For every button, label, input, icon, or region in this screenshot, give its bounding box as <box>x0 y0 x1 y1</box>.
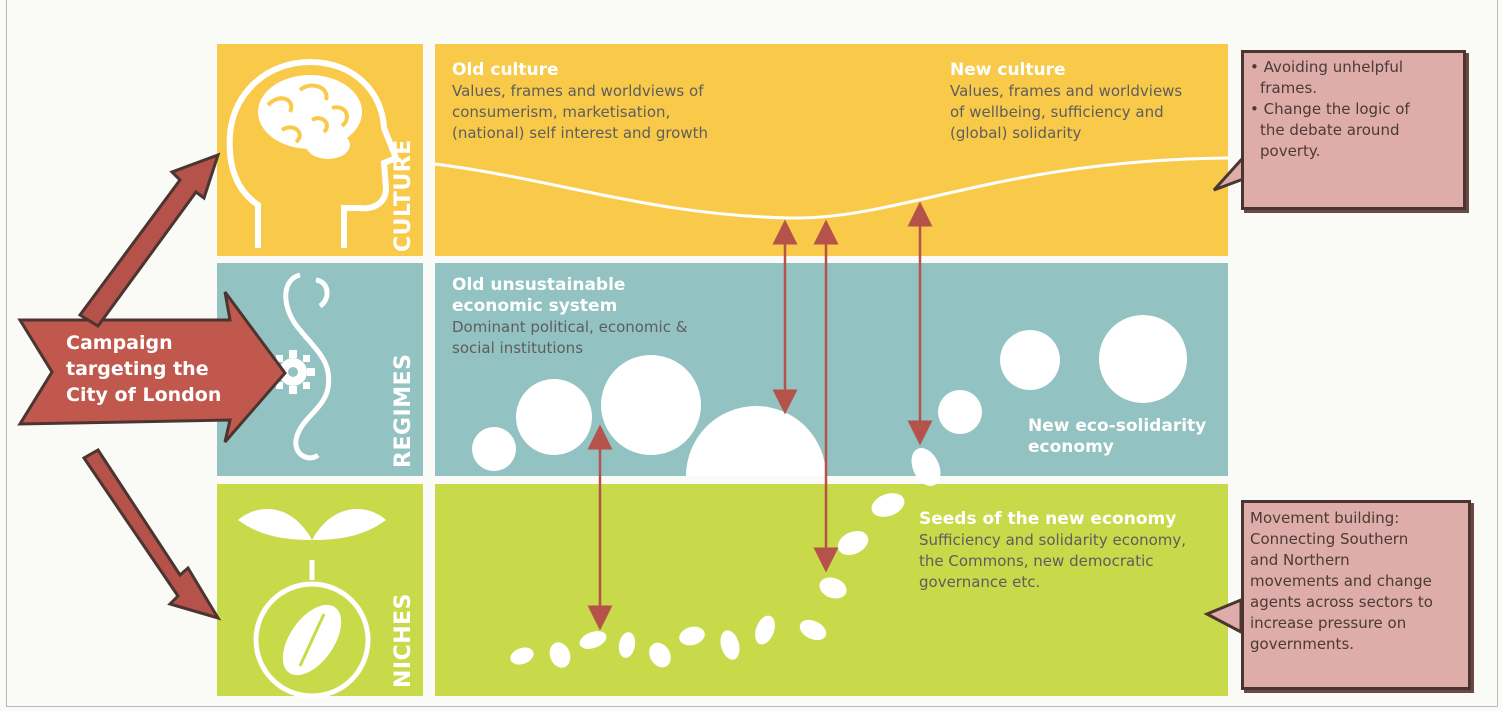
old-system-body-1: Dominant political, economic & <box>452 318 688 336</box>
campaign-arrow-main <box>17 291 287 443</box>
campaign-arrow-up <box>77 152 221 328</box>
old-system-title-2: economic system <box>452 296 618 316</box>
note-bottom-line-3: and Northern <box>1250 551 1350 569</box>
seeds-body-2: the Commons, new democratic <box>919 552 1154 570</box>
old-system-title-1: Old unsustainable <box>452 275 626 295</box>
note-culture: • Avoiding unhelpful frames. • Change th… <box>1241 50 1466 210</box>
campaign-line-3: City of London <box>66 384 222 406</box>
note-top-line-1: • Avoiding unhelpful <box>1250 58 1404 76</box>
note-bottom-line-1: Movement building: <box>1250 509 1400 527</box>
old-system-block: Old unsustainable economic system Domina… <box>452 275 687 359</box>
note-bottom-line-5: agents across sectors to <box>1250 593 1433 611</box>
old-culture-body-1: Values, frames and worldviews of <box>452 82 704 100</box>
campaign-line-1: Campaign <box>66 332 173 354</box>
note-bottom-line-6: increase pressure on <box>1250 614 1407 632</box>
sprout-seed-icon <box>238 508 386 699</box>
new-culture-body-2: of wellbeing, sufficiency and <box>950 103 1164 121</box>
note-top-line-5: poverty. <box>1260 142 1321 160</box>
new-economy-block: New eco-solidarity economy <box>1028 416 1206 458</box>
old-system-body-2: social institutions <box>452 339 584 357</box>
new-economy-title-1: New eco-solidarity <box>1028 416 1207 436</box>
note-top-line-3: • Change the logic of <box>1250 100 1410 118</box>
note-bottom-line-2: Connecting Southern <box>1250 530 1409 548</box>
seeds-body-1: Sufficiency and solidarity economy, <box>919 531 1187 549</box>
seeds-title: Seeds of the new economy <box>919 509 1177 529</box>
campaign-arrow-down <box>81 447 222 621</box>
campaign-line-2: targeting the <box>66 358 209 380</box>
note-bottom-tail <box>1203 597 1243 635</box>
old-culture-block: Old culture Values, frames and worldview… <box>452 60 708 144</box>
campaign-label: Campaign targeting the City of London <box>66 330 256 408</box>
note-bottom-line-7: governments. <box>1250 635 1355 653</box>
note-top-line-4: the debate around <box>1260 121 1400 139</box>
note-movement: Movement building: Connecting Southern a… <box>1241 500 1471 690</box>
new-economy-title-2: economy <box>1028 437 1114 457</box>
new-culture-title: New culture <box>950 60 1066 80</box>
seed-dots <box>510 448 941 668</box>
old-culture-title: Old culture <box>452 60 559 80</box>
head-brain-icon <box>226 58 400 248</box>
diagram-frame <box>6 0 1498 707</box>
seeds-block: Seeds of the new economy Sufficiency and… <box>919 509 1186 593</box>
new-culture-body-1: Values, frames and worldviews <box>950 82 1183 100</box>
note-bottom-line-4: movements and change <box>1250 572 1432 590</box>
new-culture-block: New culture Values, frames and worldview… <box>950 60 1182 144</box>
old-culture-body-2: consumerism, marketisation, <box>452 103 671 121</box>
note-top-line-2: frames. <box>1260 79 1318 97</box>
interaction-arrows <box>587 201 933 631</box>
regime-circles <box>472 315 1187 476</box>
seeds-body-3: governance etc. <box>919 573 1041 591</box>
new-culture-body-3: (global) solidarity <box>950 124 1082 142</box>
culture-wave-line <box>434 156 1229 220</box>
old-culture-body-3: (national) self interest and growth <box>452 124 709 142</box>
